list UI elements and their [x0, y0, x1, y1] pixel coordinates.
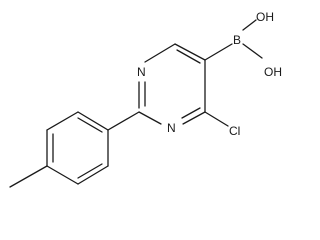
bond-ar6-ar1-inner	[77, 117, 103, 133]
bond-ar2-ar3	[77, 165, 109, 185]
bond-c2-aryl	[107, 111, 140, 131]
bond-n3-c4-double	[181, 107, 201, 119]
atom-oh-bottom: OH	[264, 65, 282, 79]
tolyl-ring	[9, 111, 109, 188]
atom-boron: B	[233, 33, 241, 47]
bond-c5-b	[204, 43, 233, 61]
bond-c2-n3	[138, 111, 162, 125]
bond-c6-c5	[174, 43, 206, 61]
bond-ar2-ar3-inner	[77, 163, 103, 179]
atom-chlorine: Cl	[229, 124, 240, 138]
pyrimidine-ring	[138, 43, 206, 125]
atom-n-top: N	[137, 65, 146, 79]
bond-b-oh-bottom	[242, 43, 263, 59]
bond-c6-n1	[144, 43, 176, 63]
structure-diagram: N N Cl B OH OH	[9, 10, 282, 188]
bond-ar5-ar6	[46, 111, 79, 131]
bond-c6-c5-double	[176, 49, 201, 64]
atom-n-bottom: N	[167, 121, 176, 135]
bond-c4-cl	[204, 111, 229, 127]
atom-oh-top: OH	[256, 10, 274, 24]
bond-ar3-ar4	[46, 165, 79, 185]
bond-ar6-ar1	[77, 111, 109, 131]
bond-ar4-methyl	[9, 165, 48, 188]
substituent-bonds	[107, 19, 263, 131]
bond-b-oh-top	[242, 19, 257, 31]
bond-n3-c4	[182, 111, 206, 125]
